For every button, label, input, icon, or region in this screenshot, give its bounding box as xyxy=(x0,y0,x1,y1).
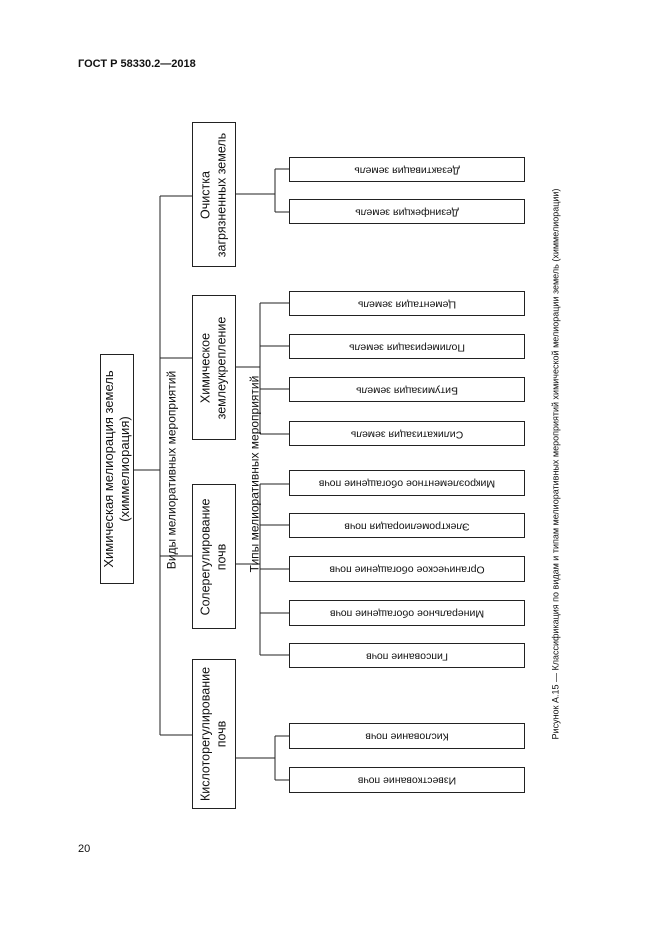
kind-node-strengthening: Химическое землеукрепление xyxy=(192,295,236,440)
type-node-label: Дезинфекция земель xyxy=(355,206,459,219)
kind-node-salt-regulation: Солерегулирование почв xyxy=(192,484,236,629)
type-node-label: Органическое обогащение почв xyxy=(329,563,485,576)
kind-node-label: Солерегулирование почв xyxy=(198,498,228,615)
type-node: Силикатизация земель xyxy=(289,421,525,446)
type-node-label: Битумизация земель xyxy=(356,384,458,397)
type-node-label: Известкование почв xyxy=(357,774,457,787)
root-node-label: Химическая мелиорация земель (химмелиора… xyxy=(100,370,132,568)
type-node-label: Минеральное обогащение почв xyxy=(329,607,485,620)
root-node: Химическая мелиорация земель (химмелиора… xyxy=(100,354,134,584)
type-node-label: Полимеризация земель xyxy=(349,341,465,354)
type-node: Кислование почв xyxy=(289,723,525,749)
kind-node-label: Очистка загрязненных земель xyxy=(198,132,228,257)
type-node: Гипсование почв xyxy=(289,643,525,668)
document-header: ГОСТ Р 58330.2—2018 xyxy=(78,58,196,70)
type-node: Известкование почв xyxy=(289,767,525,793)
type-node-label: Цементация земель xyxy=(357,298,457,311)
type-node: Полимеризация земель xyxy=(289,334,525,359)
type-node: Минеральное обогащение почв xyxy=(289,600,525,626)
type-node-label: Микроэлементное обогащение почв xyxy=(318,477,496,490)
type-node: Электромелиорация почв xyxy=(289,513,525,538)
type-node-label: Дезактивация земель xyxy=(354,164,460,177)
type-node: Микроэлементное обогащение почв xyxy=(289,470,525,496)
type-node: Цементация земель xyxy=(289,291,525,316)
kind-node-cleanup: Очистка загрязненных земель xyxy=(192,122,236,267)
type-node: Дезинфекция земель xyxy=(289,199,525,224)
types-label: Типы мелиоративных мероприятий xyxy=(247,375,262,573)
type-node: Дезактивация земель xyxy=(289,157,525,182)
kind-node-label: Химическое землеукрепление xyxy=(198,316,228,419)
type-node: Органическое обогащение почв xyxy=(289,556,525,582)
type-node-label: Гипсование почв xyxy=(366,650,448,663)
kind-node-acid-regulation: Кислоторегулирование почв xyxy=(192,659,236,809)
page-number: 20 xyxy=(78,843,91,855)
type-node: Битумизация земель xyxy=(289,377,525,402)
type-node-label: Силикатизация земель xyxy=(350,428,464,441)
type-node-label: Кислование почв xyxy=(365,730,449,743)
type-node-label: Электромелиорация почв xyxy=(344,520,470,533)
figure-caption: Рисунок А.15 — Классификация по видам и … xyxy=(550,188,561,740)
kinds-label: Виды мелиоративных мероприятий xyxy=(164,370,179,570)
kind-node-label: Кислоторегулирование почв xyxy=(198,666,228,802)
